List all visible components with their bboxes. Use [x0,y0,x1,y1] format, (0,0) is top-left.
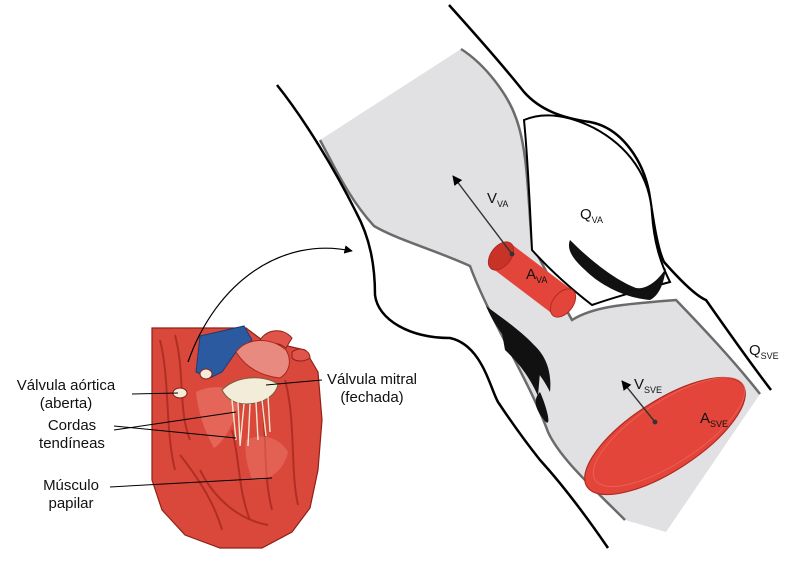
aortic-valve-label-line2: (aberta) [4,395,128,413]
mitral-valve-label-line1: Válvula mitral [319,371,425,389]
symbol-v-va: VVA [487,190,508,209]
aortic-valve-label-line1: Válvula aórtica [4,377,128,395]
chordae-label-line2: tendíneas [30,435,114,453]
chordae-label-line1: Cordas [30,417,114,435]
symbol-q-sve: QSVE [749,342,779,361]
symbol-a-va: AVA [526,266,547,285]
chordae-label: Cordas tendíneas [30,417,114,453]
zoom-channel [277,5,771,548]
papillary-label-line1: Músculo [34,477,108,495]
papillary-label-line2: papilar [34,495,108,513]
mitral-valve-label: Válvula mitral (fechada) [319,371,425,407]
symbol-a-sve: ASVE [700,410,728,429]
papillary-label: Músculo papilar [34,477,108,513]
symbol-v-sve: VSVE [634,376,662,395]
heart-illustration [152,326,322,548]
symbol-q-va: QVA [580,206,603,225]
mitral-valve-label-line2: (fechada) [319,389,425,407]
aortic-valve-label: Válvula aórtica (aberta) [4,377,128,413]
